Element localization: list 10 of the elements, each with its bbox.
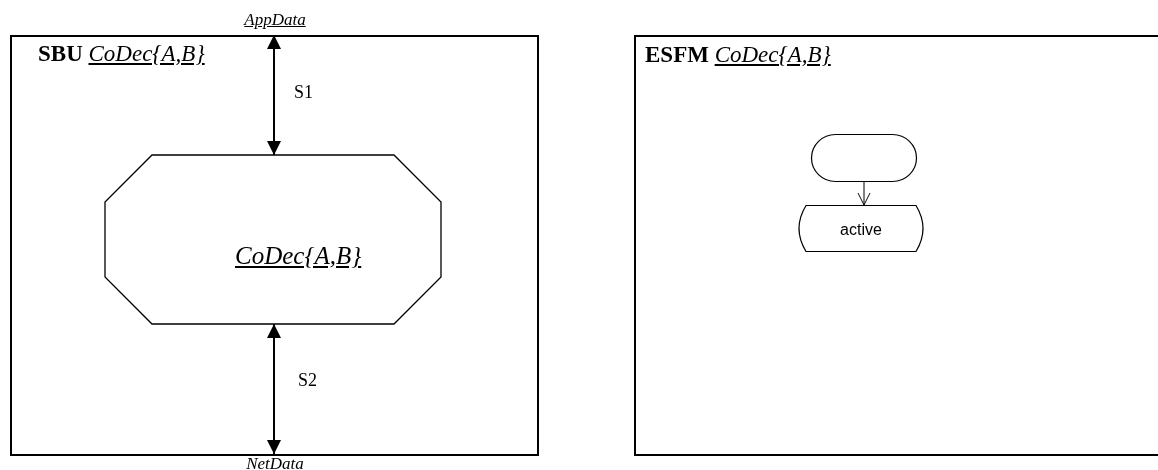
port-label: AppData xyxy=(242,10,307,30)
port-label: NetData xyxy=(245,454,305,470)
state-name: active xyxy=(839,220,883,239)
frame-title: SBU CoDec{A,B} xyxy=(38,41,205,67)
frame-title: ESFM CoDec{A,B} xyxy=(645,42,831,68)
arrow xyxy=(267,323,281,455)
state-machine-frame xyxy=(634,35,1158,456)
block-frame xyxy=(10,35,539,456)
block-name: CoDec{A,B} xyxy=(235,242,362,270)
arrow xyxy=(267,34,281,156)
